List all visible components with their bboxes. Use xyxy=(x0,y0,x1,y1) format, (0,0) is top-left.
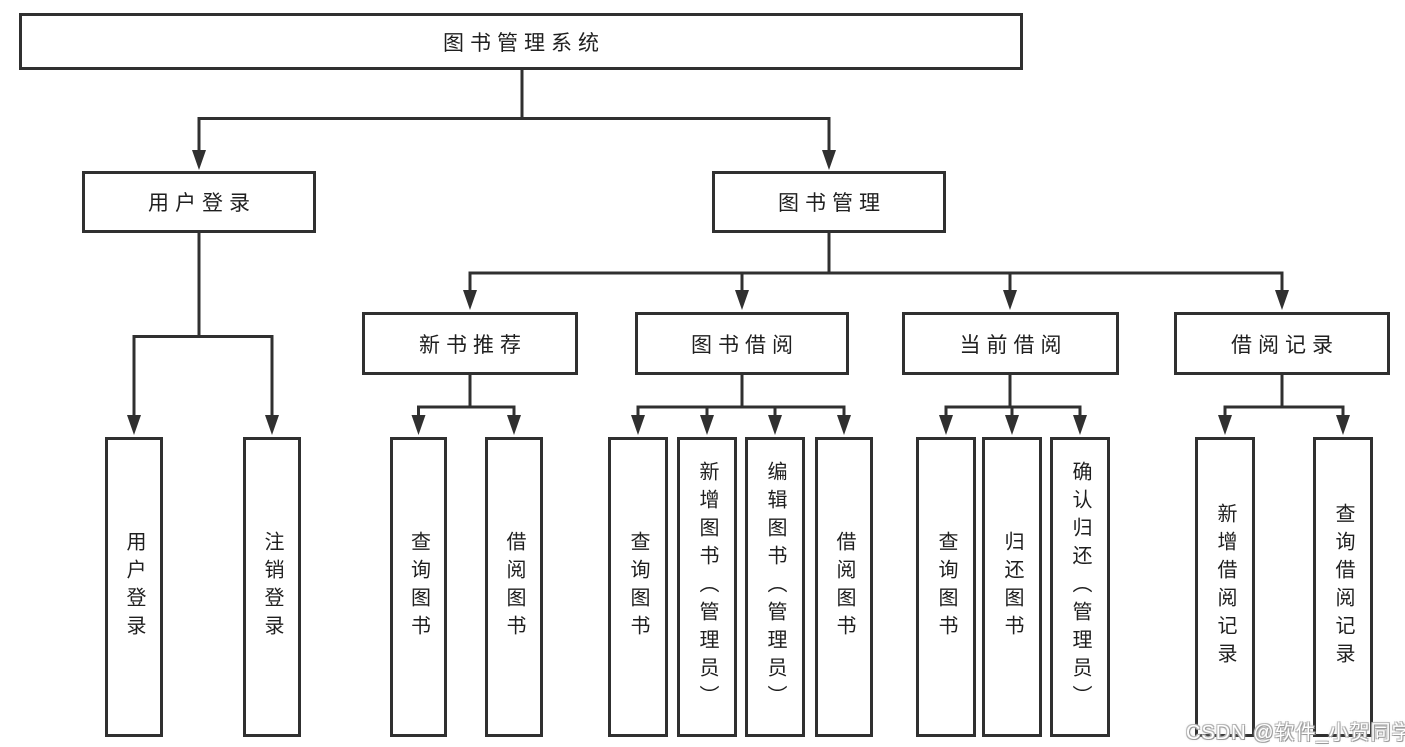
arrowheads-borrow-record-children xyxy=(1218,415,1350,435)
arrowheads-level2 xyxy=(463,290,1289,310)
leaf-logout: 注销登录 xyxy=(243,437,301,737)
leaf-query-books-borrowing: 查询图书 xyxy=(608,437,668,737)
leaf-query-books-current: 查询图书 xyxy=(916,437,976,737)
node-label: 新增图书（管理员） xyxy=(696,461,718,713)
node-user-login: 用户登录 xyxy=(82,171,316,233)
leaf-confirm-return-admin: 确认归还（管理员） xyxy=(1050,437,1110,737)
node-label: 借阅图书 xyxy=(503,531,525,643)
node-label: 借阅图书 xyxy=(833,531,855,643)
connector-user-login-children xyxy=(132,233,274,417)
node-label: 图书管理系统 xyxy=(443,31,605,55)
leaf-query-books-recommend: 查询图书 xyxy=(390,437,447,737)
node-label: 用户登录 xyxy=(148,192,256,215)
node-label: 查询图书 xyxy=(935,531,957,643)
node-label: 当前借阅 xyxy=(959,333,1068,357)
leaf-add-borrow-record: 新增借阅记录 xyxy=(1195,437,1255,737)
node-label: 归还图书 xyxy=(1001,531,1023,643)
node-label: 图书管理 xyxy=(778,192,886,215)
csdn-watermark: CSDN @软件_小贺同学 xyxy=(1186,722,1405,744)
connector-current-borrow-children xyxy=(944,375,1082,417)
leaf-borrow-books-recommend: 借阅图书 xyxy=(485,437,543,737)
leaf-edit-books-admin: 编辑图书（管理员） xyxy=(745,437,805,737)
connector-borrow-record-children xyxy=(1223,375,1345,417)
node-label: 查询图书 xyxy=(407,531,430,643)
leaf-return-books: 归还图书 xyxy=(982,437,1042,737)
node-label: 新书推荐 xyxy=(419,333,527,357)
arrowheads-current-borrow-children xyxy=(939,415,1087,435)
connector-book-borrow-children xyxy=(636,375,846,417)
arrowheads-level1 xyxy=(192,150,836,170)
node-label: 查询借阅记录 xyxy=(1332,503,1354,671)
leaf-user-login: 用户登录 xyxy=(105,437,163,737)
node-label: 查询图书 xyxy=(627,531,649,643)
node-label: 图书借阅 xyxy=(691,333,799,357)
leaf-add-books-admin: 新增图书（管理员） xyxy=(677,437,737,737)
node-label: 新增借阅记录 xyxy=(1214,503,1236,671)
arrowheads-user-login-children xyxy=(127,415,279,435)
arrowheads-book-borrow-children xyxy=(631,415,851,435)
node-label: 编辑图书（管理员） xyxy=(764,461,786,713)
leaf-query-borrow-record: 查询借阅记录 xyxy=(1313,437,1373,737)
node-new-book-recommend: 新书推荐 xyxy=(362,312,578,375)
node-book-borrowing: 图书借阅 xyxy=(635,312,849,375)
node-current-borrowing: 当前借阅 xyxy=(902,312,1119,375)
connector-root-to-level1 xyxy=(197,70,831,152)
arrowheads-new-book-children xyxy=(411,415,521,435)
node-library-management-system: 图书管理系统 xyxy=(19,13,1023,70)
node-label: 确认归还（管理员） xyxy=(1069,461,1091,713)
leaf-borrow-books-borrowing: 借阅图书 xyxy=(815,437,873,737)
connector-new-book-children xyxy=(417,375,516,417)
node-label: 注销登录 xyxy=(261,531,283,643)
node-label: 借阅记录 xyxy=(1231,333,1339,357)
node-book-management: 图书管理 xyxy=(712,171,946,233)
node-label: 用户登录 xyxy=(123,531,145,643)
connector-book-mgmt-to-level2 xyxy=(468,233,1284,292)
node-borrowing-records: 借阅记录 xyxy=(1174,312,1390,375)
